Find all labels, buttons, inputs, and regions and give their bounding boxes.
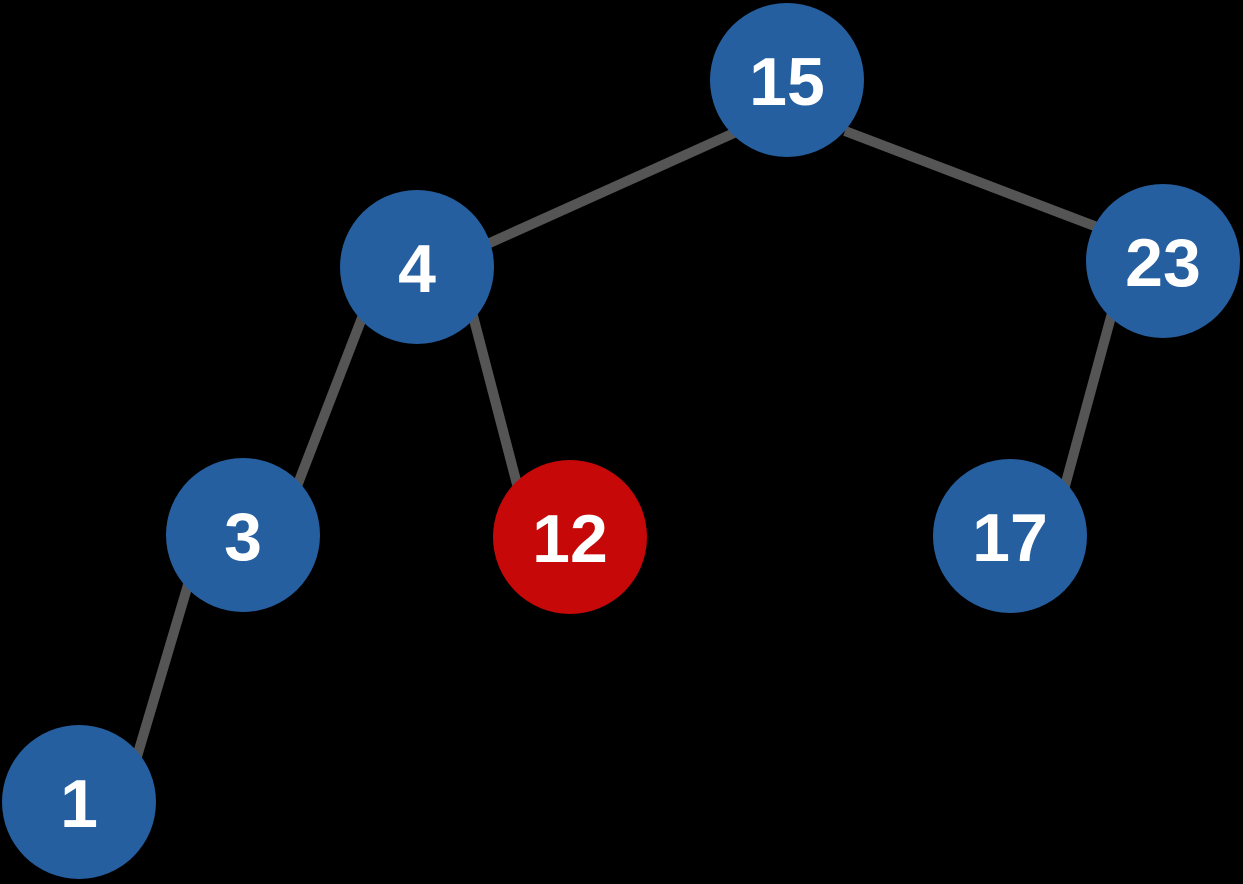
tree-node-15: 15 — [710, 3, 864, 157]
tree-node-circle-1 — [2, 725, 156, 879]
tree-edge-15-4 — [480, 124, 746, 251]
tree-node-12: 12 — [493, 460, 647, 614]
tree-node-23: 23 — [1086, 184, 1240, 338]
tree-edge-3-1 — [128, 576, 195, 772]
tree-node-circle-4 — [340, 190, 494, 344]
tree-node-circle-15 — [710, 3, 864, 157]
tree-edge-4-12 — [467, 310, 524, 494]
tree-node-circle-3 — [166, 458, 320, 612]
tree-node-circle-12 — [493, 460, 647, 614]
tree-node-17: 17 — [933, 459, 1087, 613]
tree-node-3: 3 — [166, 458, 320, 612]
tree-node-4: 4 — [340, 190, 494, 344]
tree-edge-4-3 — [289, 308, 370, 496]
tree-node-circle-23 — [1086, 184, 1240, 338]
tree-node-1: 1 — [2, 725, 156, 879]
tree-node-circle-17 — [933, 459, 1087, 613]
tree-edge-23-17 — [1057, 300, 1120, 499]
tree-edge-15-23 — [843, 126, 1107, 235]
